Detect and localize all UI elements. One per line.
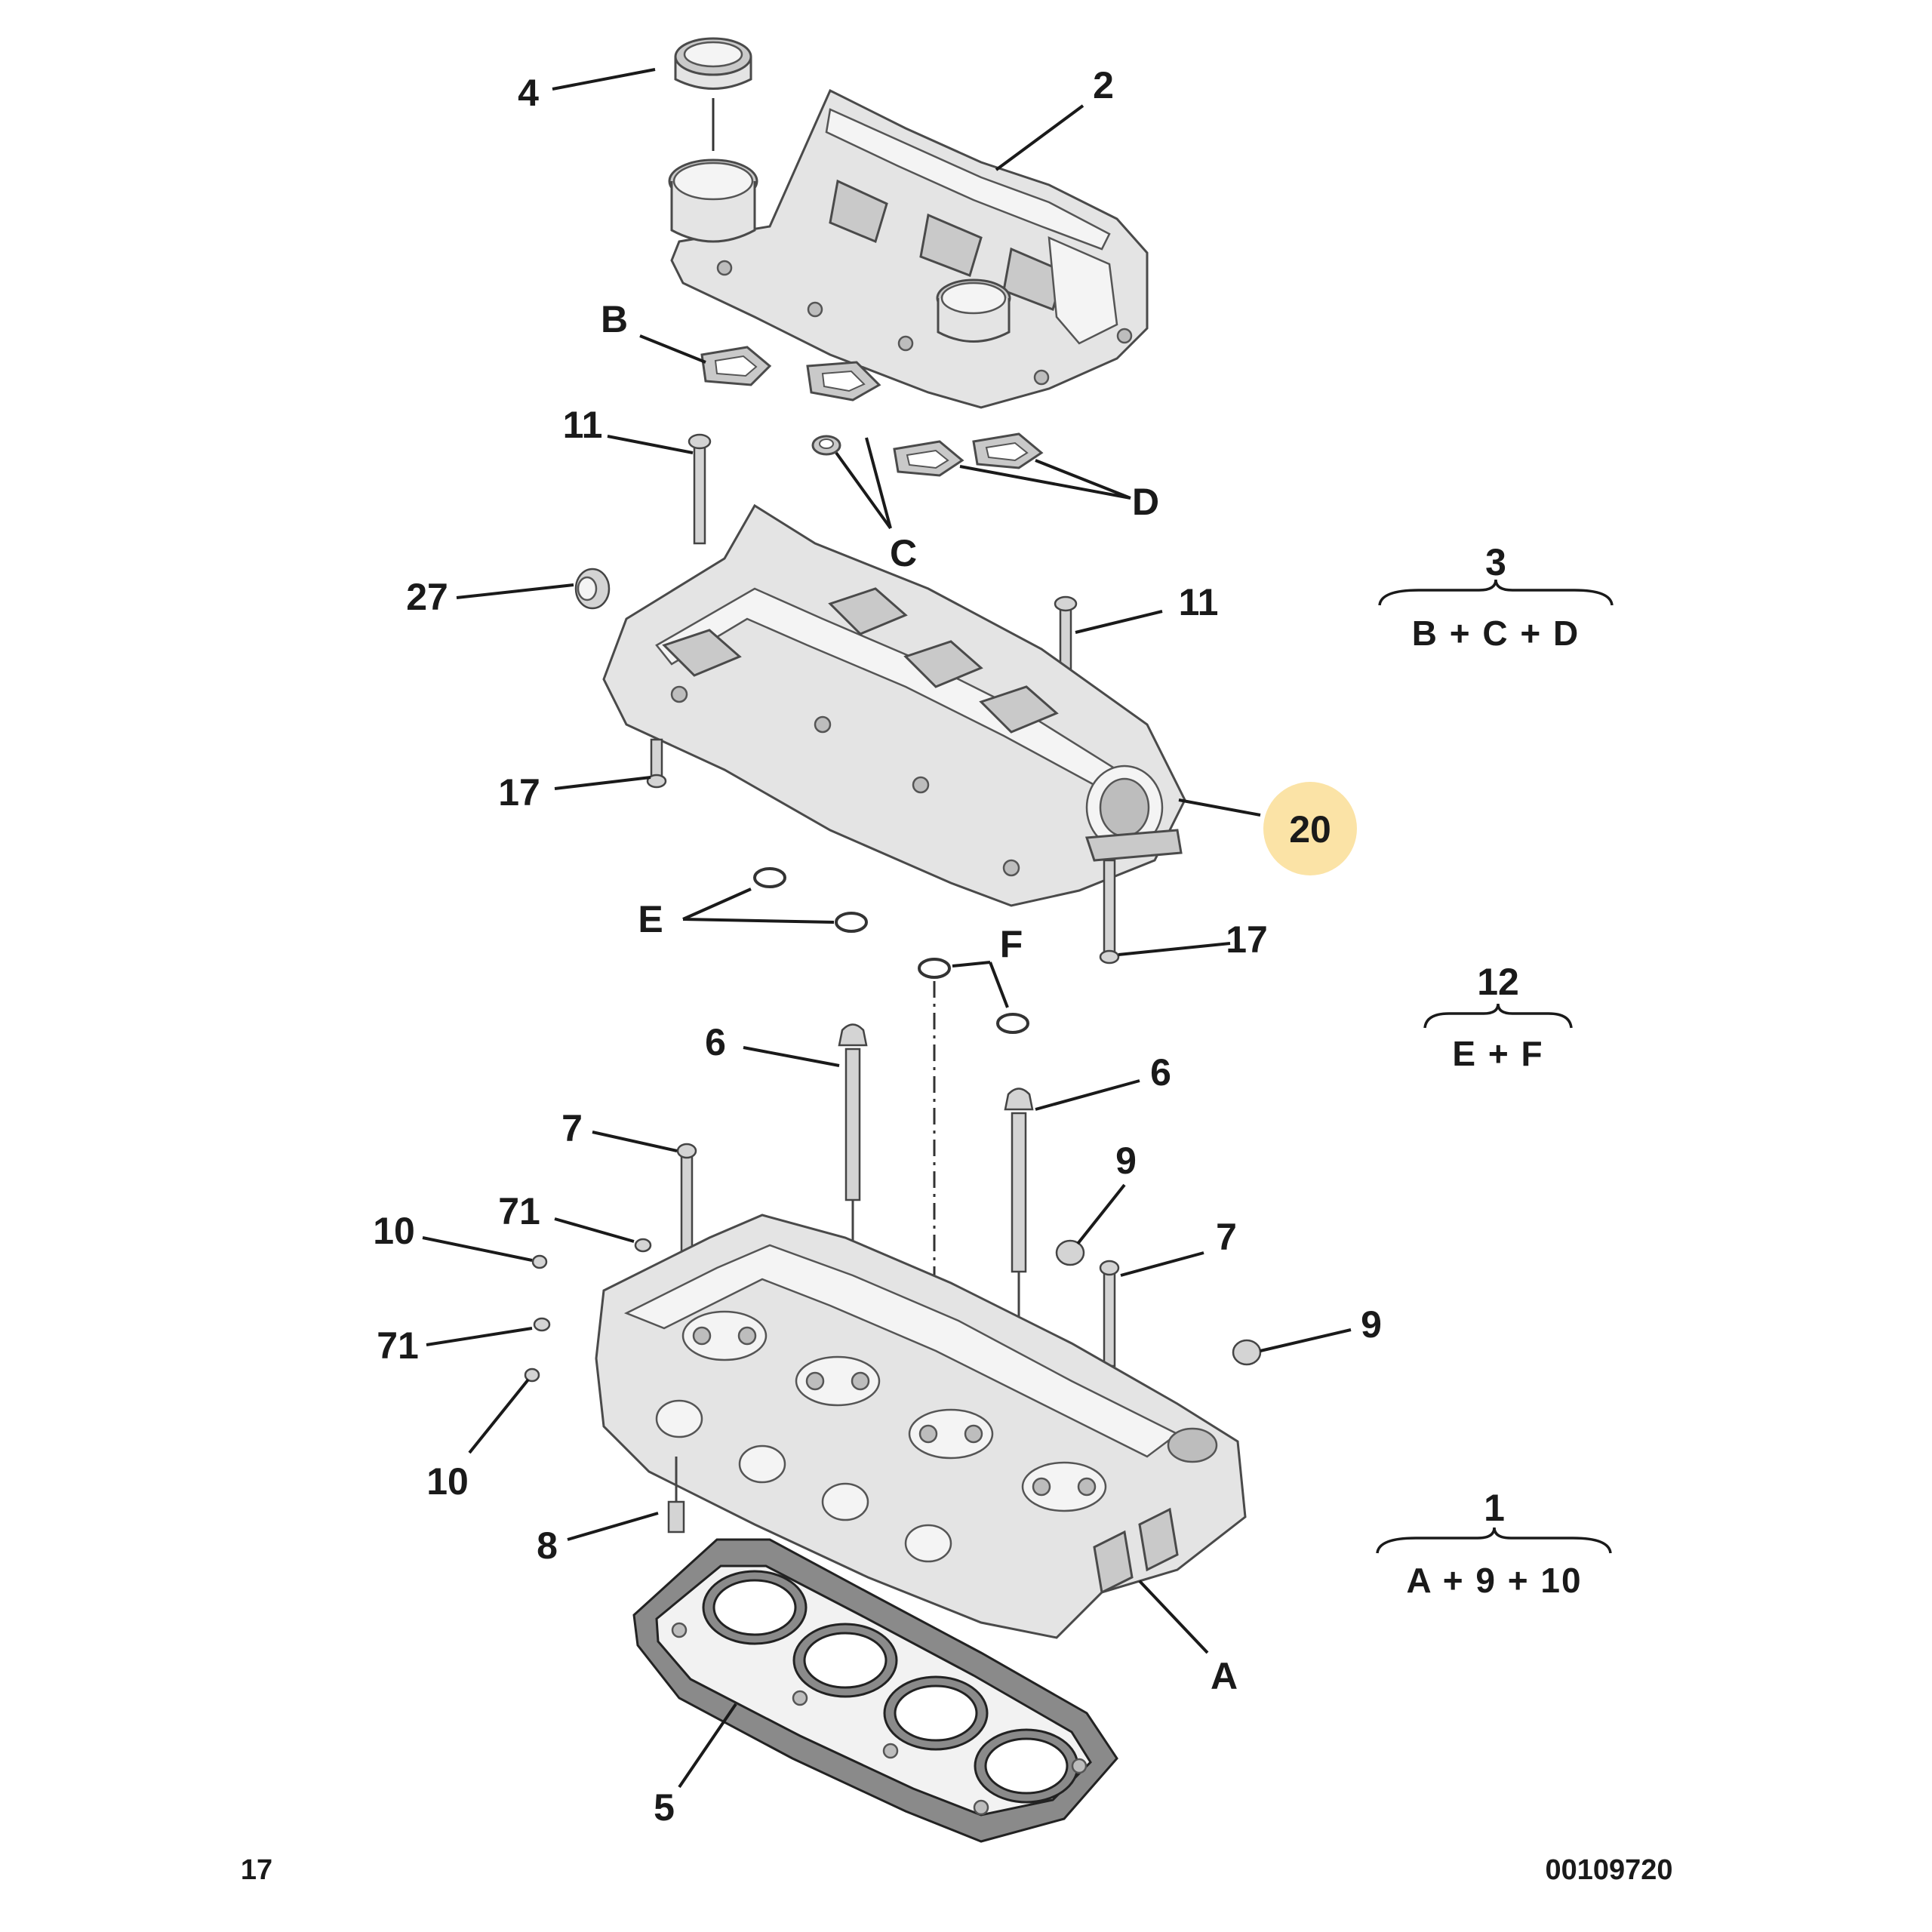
callout-20-highlight bbox=[1263, 782, 1357, 875]
kit-group-1: 1 A + 9 + 10 bbox=[1376, 1487, 1612, 1600]
callout-11-right: 11 bbox=[1179, 581, 1219, 623]
callout-A: A bbox=[1211, 1655, 1238, 1697]
callout-11-top: 11 bbox=[563, 404, 603, 446]
kit-1-number: 1 bbox=[1484, 1487, 1505, 1529]
small-plugs bbox=[524, 1238, 652, 1383]
callout-6-left: 6 bbox=[705, 1021, 726, 1063]
reference-number: 00109720 bbox=[1545, 1854, 1672, 1886]
page-number: 17 bbox=[241, 1854, 272, 1886]
callout-5: 5 bbox=[654, 1786, 675, 1829]
part-upper-cover bbox=[668, 88, 1149, 409]
callout-6-right: 6 bbox=[1150, 1051, 1171, 1094]
callout-F: F bbox=[1000, 923, 1023, 965]
plug-9-lower bbox=[1232, 1339, 1262, 1366]
kit-group-3: 3 B + C + D bbox=[1378, 541, 1614, 653]
callout-71-upper: 71 bbox=[498, 1190, 540, 1232]
rings-E bbox=[753, 867, 868, 933]
kit-12-number: 12 bbox=[1477, 961, 1519, 1003]
rings-F bbox=[918, 958, 1029, 1034]
callout-D: D bbox=[1132, 481, 1159, 523]
kit-group-12: 12 E + F bbox=[1423, 961, 1573, 1073]
callout-B: B bbox=[601, 298, 628, 340]
callout-17-right: 17 bbox=[1226, 918, 1268, 961]
callout-7-left: 7 bbox=[561, 1107, 583, 1149]
part-cap bbox=[674, 37, 752, 151]
callout-2: 2 bbox=[1093, 64, 1114, 106]
bolt-17-left bbox=[646, 738, 667, 789]
leader-lines bbox=[422, 68, 1352, 1789]
callout-10-upper: 10 bbox=[373, 1210, 415, 1252]
kit-1-brace bbox=[1376, 1527, 1612, 1554]
callout-E: E bbox=[638, 898, 663, 940]
bolt-6-left bbox=[838, 1023, 868, 1268]
callout-71-lower: 71 bbox=[377, 1324, 419, 1367]
part-camshaft-carrier bbox=[574, 503, 1186, 907]
bolt-17-right bbox=[1099, 859, 1120, 964]
callout-20: 20 bbox=[1289, 808, 1331, 851]
callout-8: 8 bbox=[537, 1524, 558, 1567]
gasket-B bbox=[700, 346, 772, 386]
seal-C bbox=[811, 435, 841, 456]
kit-3-brace bbox=[1378, 579, 1614, 606]
callout-7-right: 7 bbox=[1216, 1216, 1237, 1258]
kit-3-number: 3 bbox=[1485, 541, 1506, 583]
dowel-8 bbox=[667, 1457, 685, 1534]
plug-9-upper bbox=[1055, 1239, 1085, 1266]
callout-C: C bbox=[890, 532, 917, 574]
callout-4: 4 bbox=[518, 72, 539, 114]
callout-9-upper: 9 bbox=[1115, 1140, 1137, 1182]
kit-12-components: E + F bbox=[1452, 1034, 1543, 1073]
callout-10-lower: 10 bbox=[426, 1460, 469, 1503]
bolt-11-left bbox=[688, 433, 712, 545]
callout-17-left: 17 bbox=[498, 771, 540, 814]
kit-3-components: B + C + D bbox=[1412, 614, 1580, 653]
bolt-6-right bbox=[1004, 1088, 1034, 1343]
kit-12-brace bbox=[1423, 1003, 1573, 1029]
gasket-D bbox=[893, 432, 1044, 477]
callout-27: 27 bbox=[406, 576, 448, 618]
callout-9-lower: 9 bbox=[1361, 1303, 1382, 1346]
part-head-gasket bbox=[632, 1538, 1118, 1843]
kit-1-components: A + 9 + 10 bbox=[1406, 1561, 1582, 1600]
part-cylinder-head bbox=[595, 1214, 1247, 1639]
gasket-upper-square bbox=[806, 361, 881, 401]
